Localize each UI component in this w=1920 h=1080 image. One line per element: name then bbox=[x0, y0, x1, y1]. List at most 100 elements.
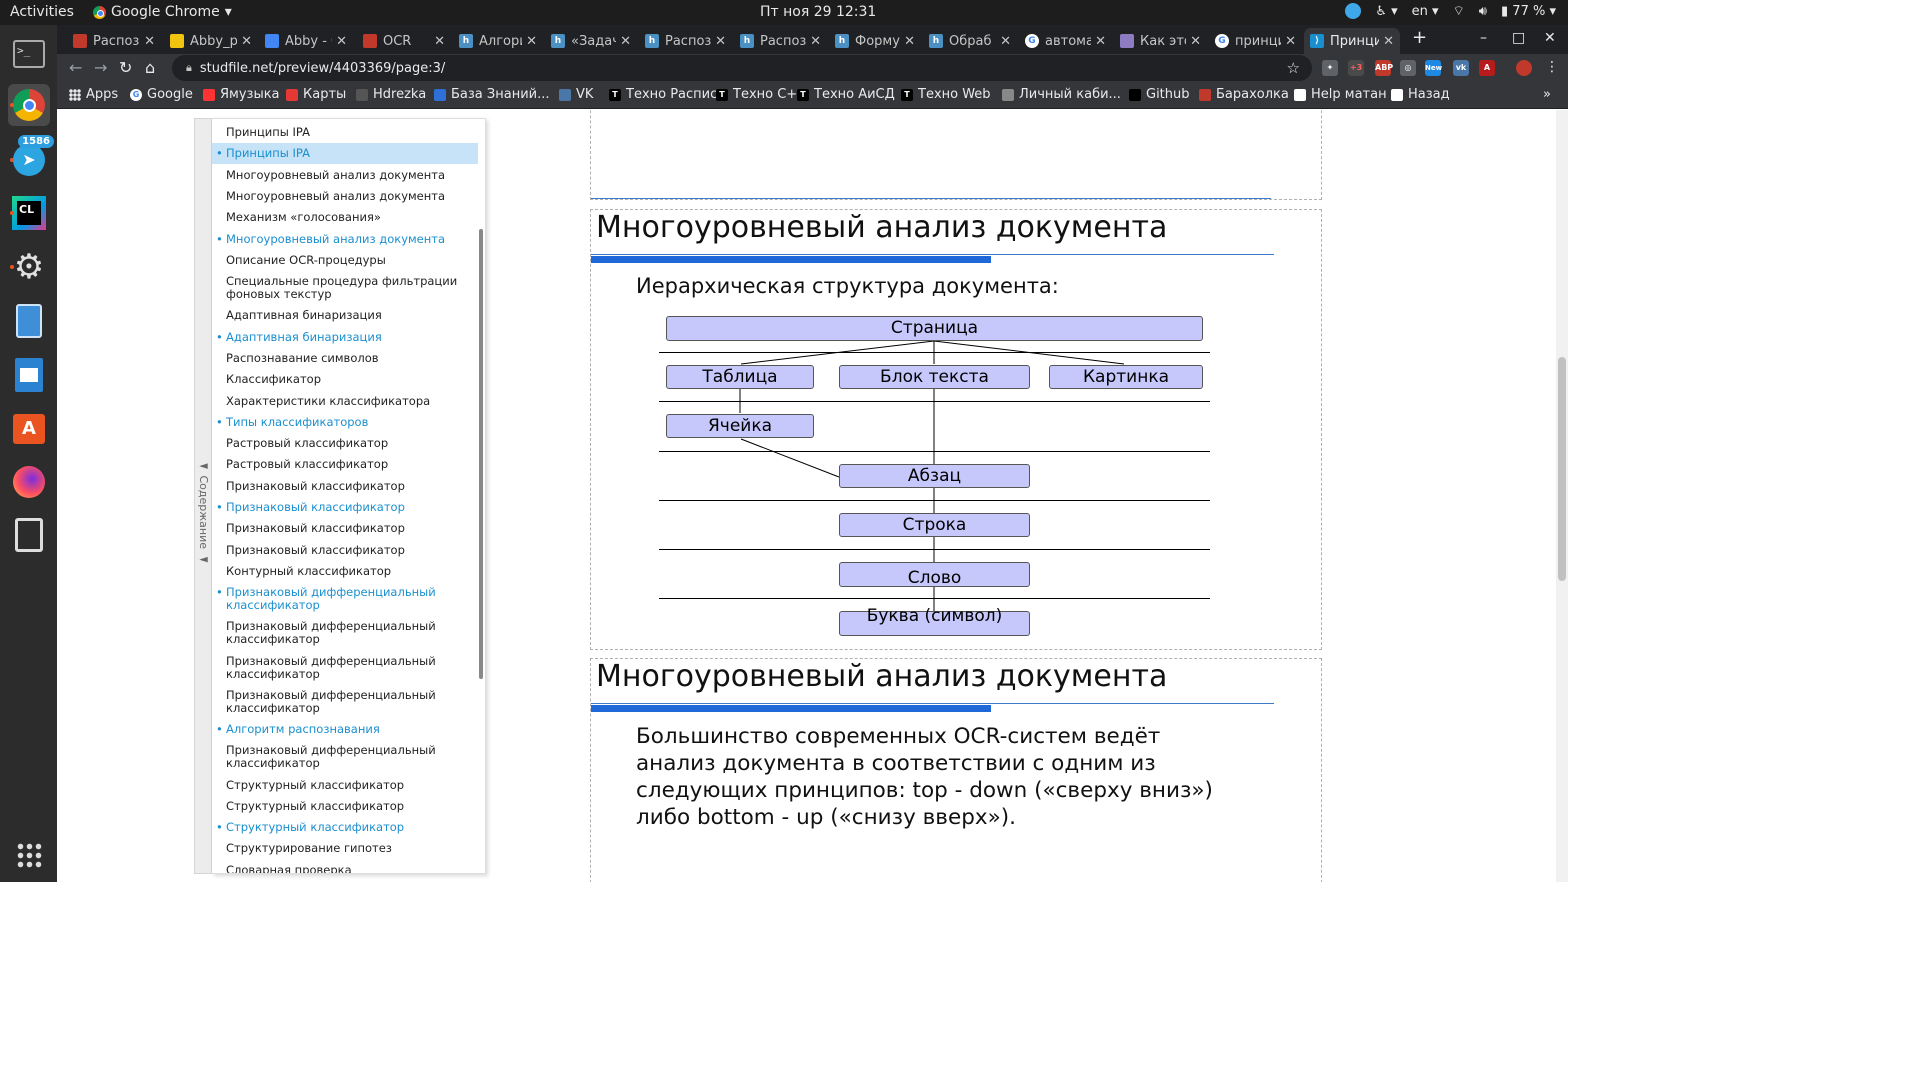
bookmark-14[interactable]: Барахолка bbox=[1199, 87, 1289, 102]
close-icon[interactable]: ✕ bbox=[904, 33, 915, 49]
dock-settings[interactable]: ⚙ bbox=[8, 246, 50, 288]
bookmark-15[interactable]: Help матан bbox=[1294, 87, 1387, 102]
toc-item[interactable]: Адаптивная бинаризация bbox=[226, 308, 382, 323]
toc-item[interactable]: Признаковый дифференциальный классификат… bbox=[212, 586, 478, 612]
language-indicator[interactable]: en ▾ bbox=[1411, 3, 1439, 19]
toc-item[interactable]: Структурный классификатор bbox=[226, 777, 405, 792]
toc-toggle-handle[interactable]: ◄ Содержание ◄ bbox=[194, 118, 212, 874]
bookmark-7[interactable]: VK bbox=[559, 87, 593, 102]
bookmark-4[interactable]: Карты bbox=[286, 87, 346, 102]
bookmark-5[interactable]: Hdrezka bbox=[356, 87, 426, 102]
toc-item[interactable]: Описание OCR-процедуры bbox=[226, 252, 386, 267]
bookmark-3[interactable]: Ямузыка bbox=[203, 87, 280, 102]
tab-14[interactable]: ⟩Принци✕ bbox=[1304, 28, 1400, 54]
toc-item[interactable]: Структурный классификатор bbox=[212, 821, 478, 835]
dock-terminal[interactable]: >_ bbox=[8, 33, 50, 75]
back-arrow-icon[interactable]: ← bbox=[69, 58, 83, 77]
tab-2[interactable]: Abby_p✕ bbox=[164, 28, 258, 54]
tab-1[interactable]: Распоз✕ bbox=[67, 28, 161, 54]
maximize-icon[interactable]: □ bbox=[1512, 30, 1526, 46]
toc-item[interactable]: Многоуровневый анализ документа bbox=[212, 232, 478, 246]
bookmark-13[interactable]: Github bbox=[1129, 87, 1190, 102]
forward-arrow-icon[interactable]: → bbox=[94, 58, 108, 77]
close-icon[interactable]: ✕ bbox=[1383, 33, 1394, 49]
bookmark-1[interactable]: Apps bbox=[69, 87, 118, 102]
toc-item[interactable]: Механизм «голосования» bbox=[226, 210, 381, 225]
toc-item[interactable]: Признаковый дифференциальный классификат… bbox=[226, 653, 436, 681]
toc-item[interactable]: Адаптивная бинаризация bbox=[212, 330, 478, 344]
close-icon[interactable]: ✕ bbox=[241, 33, 252, 49]
toc-item[interactable]: Растровый классификатор bbox=[226, 457, 389, 472]
dock-firefox[interactable] bbox=[8, 461, 50, 503]
home-icon[interactable]: ⌂ bbox=[145, 58, 156, 77]
dock-software-center[interactable]: A bbox=[8, 408, 50, 450]
toc-item[interactable]: Словарная проверка bbox=[226, 862, 352, 874]
toc-item[interactable]: Признаковый классификатор bbox=[212, 501, 478, 515]
kebab-menu-icon[interactable]: ⋮ bbox=[1545, 59, 1559, 75]
dock-telegram[interactable]: ➤ 1586 bbox=[8, 135, 54, 181]
bookmark-star-icon[interactable]: ☆ bbox=[1286, 59, 1300, 77]
bookmark-12[interactable]: Личный каби... bbox=[1002, 87, 1121, 102]
toc-scrollbar[interactable] bbox=[479, 229, 483, 679]
close-icon[interactable]: ✕ bbox=[434, 33, 445, 49]
toc-item[interactable]: Многоуровневый анализ документа bbox=[226, 167, 446, 182]
wifi-icon[interactable]: ⌔ bbox=[1452, 4, 1465, 19]
close-icon[interactable]: ✕ bbox=[1190, 33, 1201, 49]
battery-indicator[interactable]: ▮ 77 % ▾ bbox=[1501, 3, 1556, 19]
bookmarks-overflow-icon[interactable]: » bbox=[1543, 87, 1551, 102]
clock[interactable]: Пт ноя 29 12:31 bbox=[760, 4, 877, 20]
toc-item[interactable]: Признаковый дифференциальный классификат… bbox=[226, 743, 436, 771]
tab-12[interactable]: Как это✕ bbox=[1114, 28, 1207, 54]
weather-icon[interactable] bbox=[1345, 3, 1362, 19]
toc-item[interactable]: Растровый классификатор bbox=[226, 436, 389, 451]
toc-item[interactable]: Признаковый дифференциальный классификат… bbox=[226, 619, 436, 647]
dock-libreoffice-writer[interactable] bbox=[8, 354, 50, 396]
toc-item[interactable]: Структурный классификатор bbox=[226, 798, 405, 813]
toc-item[interactable]: Контурный классификатор bbox=[226, 563, 392, 578]
toc-item[interactable]: Признаковый классификатор bbox=[226, 521, 405, 536]
volume-icon[interactable]: 🔊︎ bbox=[1478, 3, 1487, 19]
close-icon[interactable]: ✕ bbox=[1095, 33, 1106, 49]
toc-item[interactable]: Структурирование гипотез bbox=[226, 841, 392, 856]
extension-pdf-icon[interactable]: A bbox=[1479, 60, 1495, 76]
toc-item[interactable]: Алгоритм распознавания bbox=[212, 723, 478, 737]
close-icon[interactable]: ✕ bbox=[715, 33, 726, 49]
extension-vk-icon[interactable]: vk bbox=[1453, 60, 1469, 76]
toc-item[interactable]: Характеристики классификатора bbox=[226, 393, 431, 408]
toc-item[interactable]: Специальные процедура фильтрации фоновых… bbox=[226, 274, 458, 302]
window-close-icon[interactable]: ✕ bbox=[1544, 30, 1556, 46]
page-scrollbar[interactable] bbox=[1556, 110, 1568, 882]
activities-button[interactable]: Activities bbox=[10, 4, 74, 20]
reload-icon[interactable]: ↻ bbox=[119, 58, 133, 77]
tab-5[interactable]: hАлгори✕ bbox=[453, 28, 543, 54]
bookmark-6[interactable]: База Знаний... bbox=[434, 87, 550, 102]
close-icon[interactable]: ✕ bbox=[144, 33, 155, 49]
toc-item[interactable]: Типы классификаторов bbox=[212, 415, 478, 429]
close-icon[interactable]: ✕ bbox=[526, 33, 537, 49]
minimize-icon[interactable]: – bbox=[1480, 30, 1487, 46]
toc-item[interactable]: Классификатор bbox=[226, 372, 322, 387]
new-tab-plus-icon[interactable]: + bbox=[1412, 27, 1428, 48]
toc-item[interactable]: Признаковый классификатор bbox=[226, 542, 405, 557]
toc-item[interactable]: Признаковый классификатор bbox=[226, 478, 405, 493]
tab-6[interactable]: h«Задач✕ bbox=[545, 28, 637, 54]
extension-puzzle-icon[interactable]: ✦ bbox=[1322, 60, 1338, 76]
page-scrollbar-thumb[interactable] bbox=[1558, 357, 1566, 581]
extension-globe-icon[interactable]: ◎ bbox=[1400, 60, 1416, 76]
dock-archive-manager[interactable] bbox=[8, 300, 50, 342]
extension-new-icon[interactable]: New bbox=[1425, 60, 1442, 76]
extension-weather-icon[interactable]: +3 bbox=[1348, 60, 1364, 76]
accessibility-icon[interactable]: ♿ ▾ bbox=[1375, 3, 1398, 19]
dock-chrome[interactable] bbox=[8, 84, 50, 126]
show-applications-button[interactable] bbox=[8, 834, 50, 876]
